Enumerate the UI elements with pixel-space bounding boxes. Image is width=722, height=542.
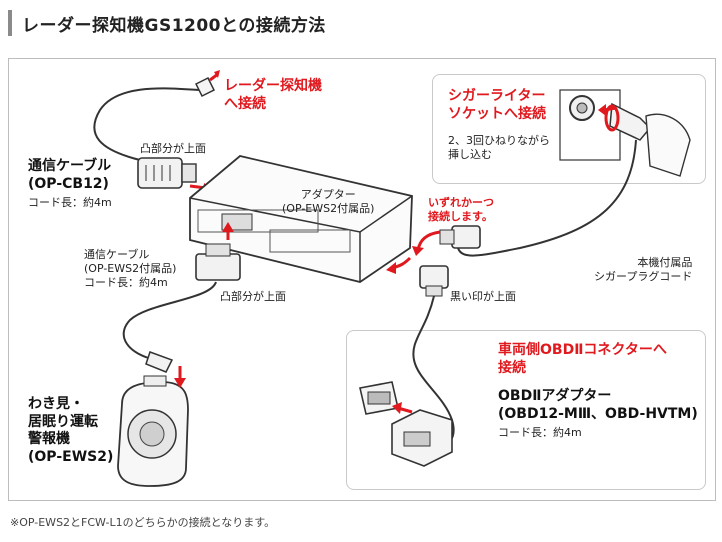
obd-cable-connector [419,265,449,297]
cable-to-ews2 [122,281,217,361]
footnote: ※OP-EWS2とFCW-L1のどちらかの接続となります。 [10,516,276,529]
page-title: レーダー探知機GS1200との接続方法 [22,16,326,36]
either-connect-label: いずれかーつ 接続します。 [428,196,494,223]
title-accent-bar [8,10,12,36]
cigar-socket-illustration [559,89,691,177]
radar-plug [194,76,216,98]
obd-adapter-label: OBDⅡアダプター (OBD12-MⅢ、OBD-HVTM) [498,388,698,422]
comm-cable-ews2-label: 通信ケーブル (OP-EWS2付属品) コード長：約4m [84,248,177,289]
cigar-plug-connector [439,225,481,249]
cable-to-radar [93,87,204,161]
comm-cable-cb12-length: コード長：約4m [28,196,112,209]
obd-adapter-illustration [359,381,453,467]
radar-connect-label: レーダー探知機 へ接続 [224,78,322,112]
convex-up-label-top: 凸部分が上面 [140,142,206,155]
comm-cable-cb12-label: 通信ケーブル (OP-CB12) [28,158,112,192]
warning-device-label: わき見・ 居眠り運転 警報機 (OP-EWS2) [28,396,114,465]
adapter-box [189,155,413,283]
black-mark-up-label: 黒い印が上面 [450,290,516,303]
either-connect-arrow-1 [416,230,441,251]
ews2-connector [195,243,241,281]
cigar-twist-instruction: 2、3回ひねりながら 挿し込む [448,134,550,161]
title-bar: レーダー探知機GS1200との接続方法 [8,8,714,38]
adapter-label: アダプター (OP-EWS2付属品) [282,188,375,215]
obd-adapter-length: コード長：約4m [498,426,582,439]
convex-up-label-bottom: 凸部分が上面 [220,290,286,303]
cigar-socket-label: シガーライター ソケットへ接続 [448,88,546,122]
obd-connect-label: 車両側OBDⅡコネクターへ 接続 [498,342,667,376]
cb12-connector [137,157,197,189]
cigar-plug-cord-label: 本機付属品 シガープラグコード [594,256,693,283]
ews2-device [117,375,189,487]
cigar-plug-cord [457,139,637,257]
